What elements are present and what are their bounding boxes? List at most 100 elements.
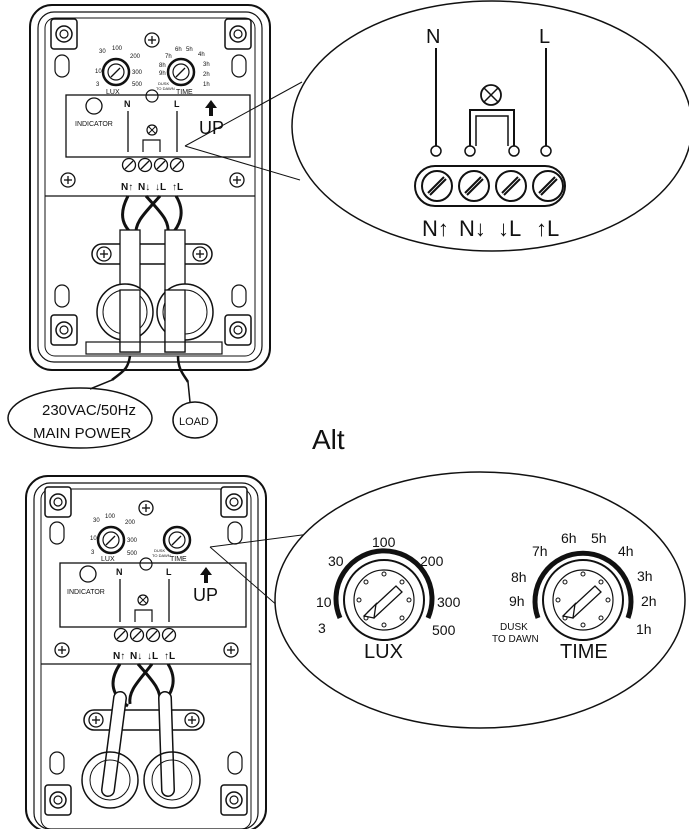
time-dial[interactable] (166, 57, 196, 87)
corner-screw (220, 486, 248, 518)
corner-screw (50, 314, 78, 346)
zoom-time-dial: 9h 8h 7h 6h 5h 4h 3h 2h 1h DUSK TO DAWN … (492, 530, 657, 663)
lux-tick: 100 (105, 514, 116, 520)
zoom-terminal-label: N↑ (422, 216, 449, 241)
time-tick: 8h (159, 63, 166, 69)
time-tick: 9h (159, 71, 166, 77)
zoom-time-tick: 8h (511, 569, 527, 585)
terminal (161, 627, 177, 643)
zoom-terminal (532, 170, 564, 202)
indicator-label: INDICATOR (67, 589, 105, 596)
corner-screw (224, 18, 252, 50)
lux-tick: 500 (132, 82, 143, 88)
terminal-label: N↑ (113, 651, 125, 662)
load-bubble (172, 401, 218, 439)
terminal (153, 157, 169, 173)
corner-screw (50, 18, 78, 50)
side-screw (229, 172, 245, 188)
corner-screw (224, 314, 252, 346)
terminal (121, 157, 137, 173)
lux-dial[interactable] (96, 525, 126, 555)
zoom-lux-tick: 300 (437, 594, 461, 610)
zoom-time-tick: 3h (637, 568, 653, 584)
lux-tick: 10 (90, 536, 97, 542)
lux-tick: 500 (127, 551, 138, 557)
lux-label: LUX (106, 89, 120, 96)
zoom-lux-label: LUX (364, 641, 403, 663)
time-tick: 7h (165, 54, 172, 60)
terminal-label: N↑ (121, 182, 133, 193)
zoom-lux-dial: 3 10 30 100 200 300 500 LUX (316, 534, 461, 663)
top-device: 30 100 200 10 3 300 500 LUX 7h 6h 5h 4h … (7, 4, 271, 449)
bottom-device: 30 100 200 10 3 300 500 LUX DUSK TO DAWN… (25, 475, 267, 829)
zoom-time-tick: 4h (618, 543, 634, 559)
zoom-time-tick: 5h (591, 530, 607, 546)
lux-tick: 200 (125, 520, 136, 526)
clamp-screw (184, 712, 200, 728)
time-tick: 2h (203, 72, 210, 78)
dial-zoom: 3 10 30 100 200 300 500 LUX 9h 8h (209, 471, 686, 729)
terminal-label: ↓L (155, 182, 166, 193)
side-screw (60, 172, 76, 188)
zoom-time-tick: 7h (532, 543, 548, 559)
corner-screw (44, 486, 72, 518)
zoom-terminal-label: N↓ (459, 216, 486, 241)
top-screw (144, 32, 160, 48)
alt-heading: Alt (312, 424, 345, 455)
zoom-terminal (458, 170, 490, 202)
power-bubble (7, 387, 153, 449)
side-screw (223, 642, 239, 658)
zoom-terminal (495, 170, 527, 202)
time-label: TIME (170, 556, 187, 563)
lux-tick: 30 (99, 49, 106, 55)
lux-tick: 3 (96, 82, 100, 88)
power-label: MAIN POWER (33, 425, 132, 442)
dusk-label: TO DAWN (152, 553, 171, 558)
terminal-label: N↓ (138, 182, 150, 193)
zoom-terminal (421, 170, 453, 202)
lux-tick: 30 (93, 518, 100, 524)
terminal-label: N↓ (130, 651, 142, 662)
lux-tick: 3 (91, 550, 95, 556)
terminal (145, 627, 161, 643)
time-tick: 6h (175, 47, 182, 53)
clamp-screw (88, 712, 104, 728)
wiring-zoom: N L N↑ N↓ ↓L ↑L (184, 0, 689, 252)
up-label: UP (199, 118, 224, 138)
lux-tick: 200 (130, 54, 141, 60)
indicator-label: INDICATOR (75, 121, 113, 128)
terminal (137, 157, 153, 173)
lux-tick: 100 (112, 46, 123, 52)
n-label: N (116, 567, 123, 577)
zoom-l-label: L (539, 26, 550, 48)
power-label: 230VAC/50Hz (42, 402, 136, 419)
zoom-lux-tick: 500 (432, 622, 456, 638)
time-dial[interactable] (162, 525, 192, 555)
zoom-dusk-label: TO DAWN (492, 634, 539, 645)
l-label: L (166, 567, 172, 577)
lux-dial[interactable] (101, 57, 131, 87)
clamp-screw (96, 246, 112, 262)
lux-tick: 10 (95, 69, 102, 75)
corner-screw (44, 784, 72, 816)
zoom-time-tick: 1h (636, 621, 652, 637)
indicator-lamp (79, 565, 97, 583)
lux-tick: 300 (132, 70, 143, 76)
time-tick: 3h (203, 62, 210, 68)
zoom-time-label: TIME (560, 641, 608, 663)
zoom-dusk-label: DUSK (500, 622, 528, 633)
terminal-label: ↓L (147, 651, 158, 662)
corner-screw (220, 784, 248, 816)
terminal-label: ↑L (164, 651, 175, 662)
n-label: N (124, 99, 131, 109)
dusk-label: TO DAWN (156, 86, 175, 91)
clamp-screw (192, 246, 208, 262)
zoom-lux-tick: 100 (372, 534, 396, 550)
zoom-lux-tick: 30 (328, 553, 344, 569)
up-label: UP (193, 585, 218, 605)
up-arrow-icon (205, 100, 217, 116)
terminal (129, 627, 145, 643)
terminal (113, 627, 129, 643)
zoom-time-tick: 9h (509, 593, 525, 609)
top-screw (138, 500, 154, 516)
